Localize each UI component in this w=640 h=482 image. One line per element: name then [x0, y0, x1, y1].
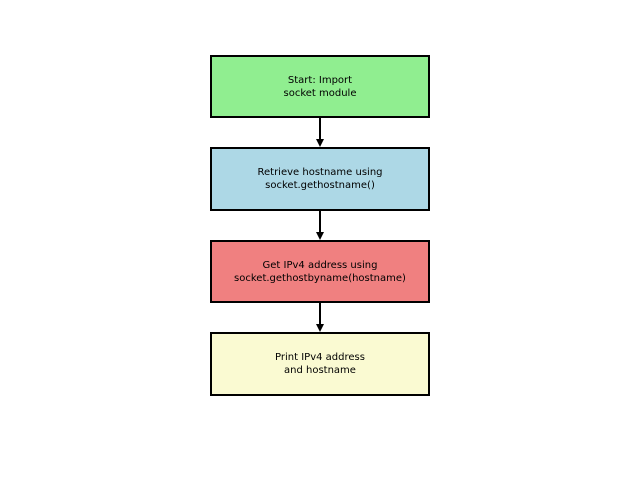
flow-arrow [312, 211, 328, 240]
node-label: Start: Import socket module [284, 74, 357, 100]
arrow-down-icon [316, 232, 324, 240]
flow-arrow [312, 118, 328, 147]
arrow-line [319, 303, 321, 324]
arrow-down-icon [316, 324, 324, 332]
arrow-line [319, 211, 321, 232]
node-label: Get IPv4 address using socket.gethostbyn… [234, 259, 406, 285]
node-label-line: socket module [283, 87, 357, 99]
node-label-line: Print IPv4 address [275, 352, 365, 363]
flow-arrow [312, 303, 328, 332]
node-label: Retrieve hostname using socket.gethostna… [258, 166, 383, 192]
node-label-line: Start: Import [287, 74, 353, 86]
node-label-line: and hostname [284, 365, 356, 376]
node-label: Print IPv4 address and hostname [275, 351, 365, 377]
arrow-line [319, 118, 321, 139]
flow-node-get-ipv4: Get IPv4 address using socket.gethostbyn… [210, 240, 430, 303]
node-label-line: Retrieve hostname using [257, 167, 383, 178]
node-label-line: socket.gethostname() [265, 180, 375, 191]
node-label-line: Get IPv4 address using [262, 259, 378, 271]
flow-node-start: Start: Import socket module [210, 55, 430, 118]
arrow-down-icon [316, 139, 324, 147]
flow-node-retrieve-hostname: Retrieve hostname using socket.gethostna… [210, 147, 430, 211]
node-label-line: socket.gethostbyname(hostname) [234, 272, 406, 284]
flow-node-print-output: Print IPv4 address and hostname [210, 332, 430, 396]
